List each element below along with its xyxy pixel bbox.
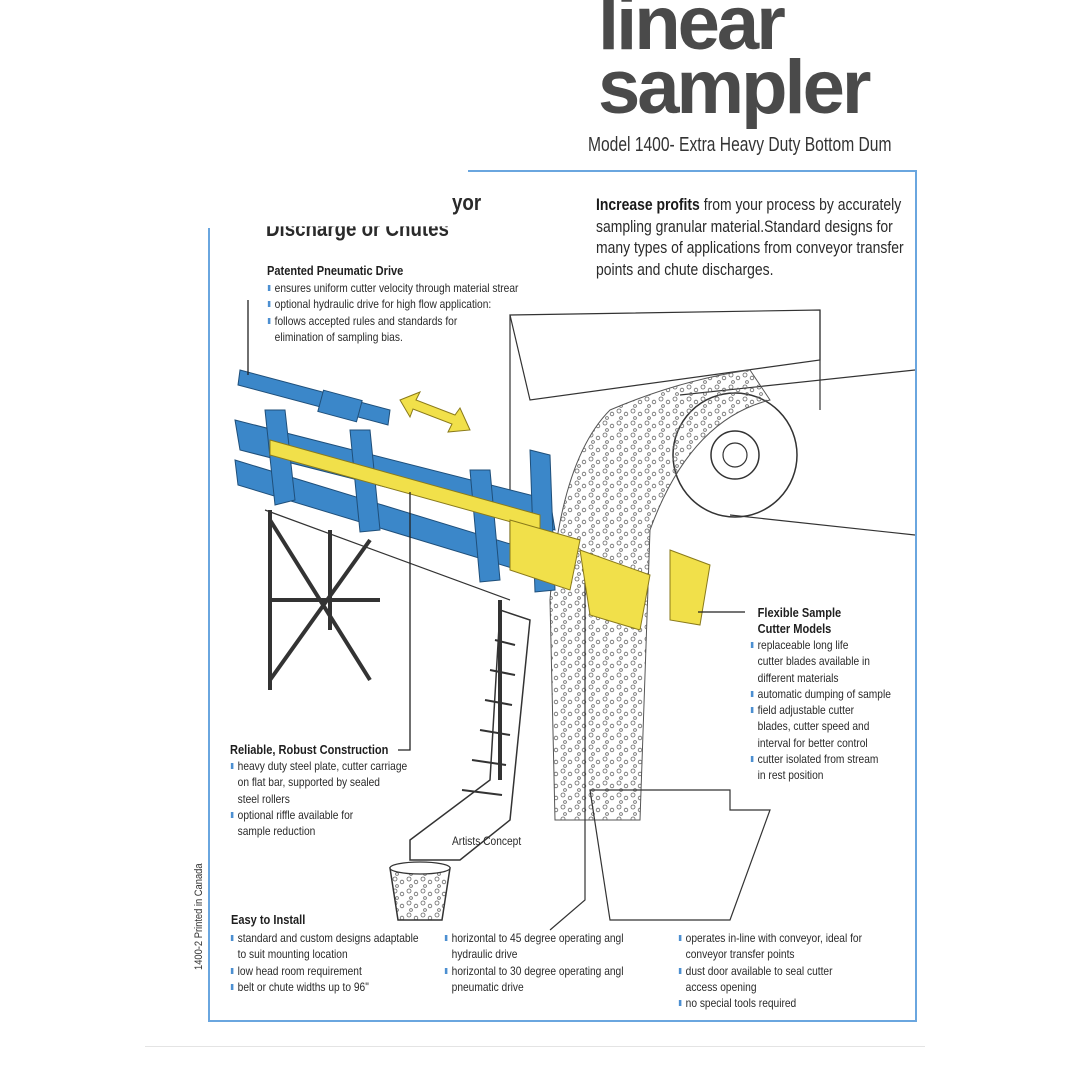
cutter-item: automatic dumping of sample — [750, 686, 891, 702]
frame-top-rule — [468, 170, 917, 172]
frame-bottom-rule — [208, 1020, 917, 1022]
drive-callout: Patented Pneumatic Drive ensures uniform… — [267, 263, 518, 345]
artists-concept-label: Artists Concept — [452, 834, 522, 848]
support-frame — [268, 510, 502, 780]
cutter-callout: Flexible Sample Cutter Models replaceabl… — [750, 605, 891, 784]
install-item: no special tools required — [678, 995, 862, 1011]
construction-callout: Reliable, Robust Construction heavy duty… — [230, 742, 407, 839]
intro-paragraph: Increase profits from your process by ac… — [596, 194, 904, 280]
frame-right-rule — [915, 170, 917, 1022]
intro-line1: from your process by accurately — [699, 195, 902, 214]
yellow-cutter-carriage — [269, 439, 711, 631]
drive-item: optional hydraulic drive for high flow a… — [267, 296, 518, 312]
pneumatic-cylinder — [237, 369, 391, 426]
sample-bucket — [389, 867, 451, 921]
construction-heading: Reliable, Robust Construction — [230, 742, 389, 757]
model-subtitle: Model 1400- Extra Heavy Duty Bottom Dum — [588, 134, 892, 156]
section-heading-line1: yor — [452, 190, 482, 215]
drive-item-continued: elimination of sampling bias. — [274, 329, 403, 344]
drive-item: follows accepted rules and standards for — [267, 313, 518, 329]
cutter-heading-line2: Cutter Models — [757, 621, 832, 636]
drive-item: ensures uniform cutter velocity through … — [267, 280, 518, 296]
title-line-sampler: sampler — [598, 45, 871, 130]
scan-line — [145, 1046, 925, 1047]
install-heading: Easy to Install — [231, 912, 306, 927]
chute-housing — [509, 309, 821, 401]
material-stream — [549, 369, 771, 821]
side-print-code: 1400-2 Printed in Canada — [193, 863, 205, 970]
install-item: low head room requirement — [230, 963, 419, 979]
hopper — [589, 789, 771, 921]
riffle — [409, 608, 531, 861]
intro-line2: sampling granular material.Standard desi… — [596, 216, 893, 236]
title-line-linear: linear — [598, 0, 786, 66]
blue-carriage — [234, 409, 556, 593]
install-item: operates in-line with conveyor, ideal fo… — [678, 930, 862, 963]
cutter-heading-line1: Flexible Sample — [757, 605, 842, 620]
intro-bold: Increase profits — [596, 195, 700, 214]
install-col3: operates in-line with conveyor, ideal fo… — [678, 930, 862, 1011]
drive-heading: Patented Pneumatic Drive — [267, 263, 404, 278]
sampler-illustration — [234, 300, 915, 931]
motion-arrow — [399, 391, 471, 433]
install-item: belt or chute widths up to 96" — [230, 979, 419, 995]
intro-line3: many types of applications from conveyor… — [596, 238, 904, 257]
frame-left-rule — [208, 228, 210, 1022]
intro-line4: points and chute discharges. — [596, 259, 774, 279]
section-heading-line2: Discharge or Chutes — [266, 216, 449, 241]
